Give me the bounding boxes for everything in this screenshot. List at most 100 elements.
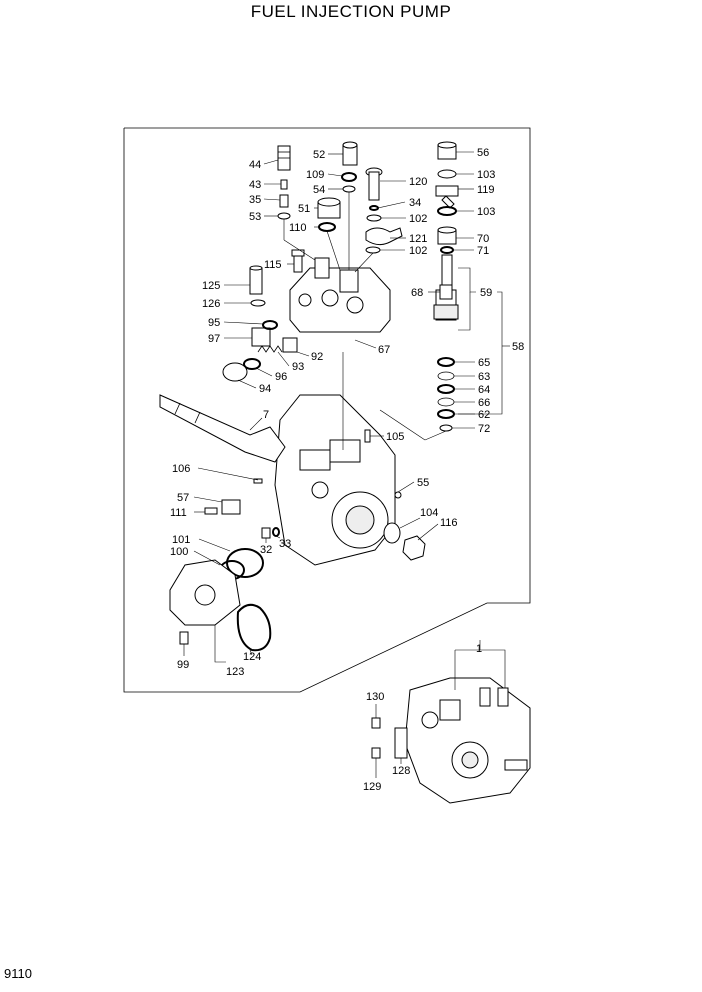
page-title: FUEL INJECTION PUMP [250,2,452,21]
pump-body [274,394,396,566]
part-116-nut [402,535,426,561]
part-44-fitting [277,145,291,171]
callout-94: 94 [259,383,271,395]
callout-125: 125 [202,280,220,292]
callout-92: 92 [311,351,323,363]
callout-53: 53 [249,211,261,223]
callout-44: 44 [249,159,261,171]
part-130-bolt [371,717,381,729]
callout-59: 59 [480,287,492,299]
callout-43: 43 [249,179,261,191]
part-109-oring [341,172,357,182]
part-66-ring [437,397,455,407]
part-103-washer-a [437,169,457,179]
callout-100: 100 [170,546,188,558]
callout-119: 119 [477,184,495,196]
callout-63: 63 [478,371,490,383]
callout-95: 95 [208,317,220,329]
part-32-fitting [261,527,271,539]
callout-102-b: 102 [409,245,427,257]
callout-106: 106 [172,463,190,475]
part-115-bolt [291,249,305,273]
callout-111: 111 [170,507,187,519]
part-121-banjo [365,227,403,246]
part-68-sleeve [439,284,453,300]
part-104-washer [383,522,401,544]
part-34-oring [369,205,379,211]
part-124-gasket [236,603,272,652]
callout-66: 66 [478,397,490,409]
part-125-fitting [249,265,263,295]
callout-58: 58 [512,341,524,353]
callout-105: 105 [386,431,404,443]
part-102-washer-a [366,214,382,222]
part-120-valve [365,167,383,201]
callout-33: 33 [279,538,291,550]
part-111-bolt [204,507,218,515]
part-55-plug [394,491,402,499]
callout-96: 96 [275,371,287,383]
callout-57: 57 [177,492,189,504]
part-128-bracket [394,727,408,759]
callout-67: 67 [378,344,390,356]
callout-97: 97 [208,333,220,345]
callout-70: 70 [477,233,489,245]
callout-102-a: 102 [409,213,427,225]
callout-103-a: 103 [477,169,495,181]
part-52-fitting [342,141,358,166]
part-35-valve [279,194,289,208]
part-99-bolt [179,631,189,645]
callout-62: 62 [478,409,490,421]
callout-54: 54 [313,184,325,196]
part-57-bracket [221,499,241,515]
complete-pump-assembly [404,677,531,804]
part-119-fitting [435,185,459,209]
part-62-oring [437,409,455,419]
part-51-cap [317,197,341,219]
part-72-washer [439,424,453,432]
callout-104: 104 [420,507,438,519]
callout-126: 126 [202,298,220,310]
callout-129: 129 [363,781,381,793]
part-63-ring [437,371,455,381]
part-97-plug [251,327,271,347]
part-93-spring [257,345,283,353]
part-106-key [253,478,263,484]
callout-109: 109 [306,169,324,181]
part-54-washer [342,185,356,193]
callout-101: 101 [172,534,190,546]
callout-32: 32 [260,544,272,556]
part-53-washer [277,212,291,220]
part-33-oring [272,527,280,537]
callout-121: 121 [409,233,427,245]
assembly-boundary [123,127,531,693]
callout-64: 64 [478,384,490,396]
part-43-spring [280,179,288,190]
part-129-bolt [371,747,381,759]
callout-55: 55 [417,477,429,489]
callout-72: 72 [478,423,490,435]
part-101-oring [226,548,264,578]
callout-123: 123 [226,666,244,678]
callout-1: 1 [476,643,482,655]
callout-124: 124 [243,651,261,663]
part-105-pin [364,429,371,443]
part-102-washer-b [365,246,381,254]
part-71-oring [440,246,454,254]
part-56-nut [437,141,457,160]
page-number: 9110 [4,966,32,981]
part-126-washer [250,299,266,307]
callout-120: 120 [409,176,427,188]
callout-93: 93 [292,361,304,373]
part-110-oring [318,222,336,232]
callout-56: 56 [477,147,489,159]
callout-34: 34 [409,197,421,209]
callout-labels: 44 43 35 53 52 109 54 51 110 120 34 102 … [170,147,524,793]
pump-head [289,257,391,333]
callout-71: 71 [477,245,489,257]
part-7-drive-shaft [159,394,286,463]
leader-lines [183,151,510,778]
part-92-plug [282,337,298,353]
part-70-holder [437,226,457,245]
